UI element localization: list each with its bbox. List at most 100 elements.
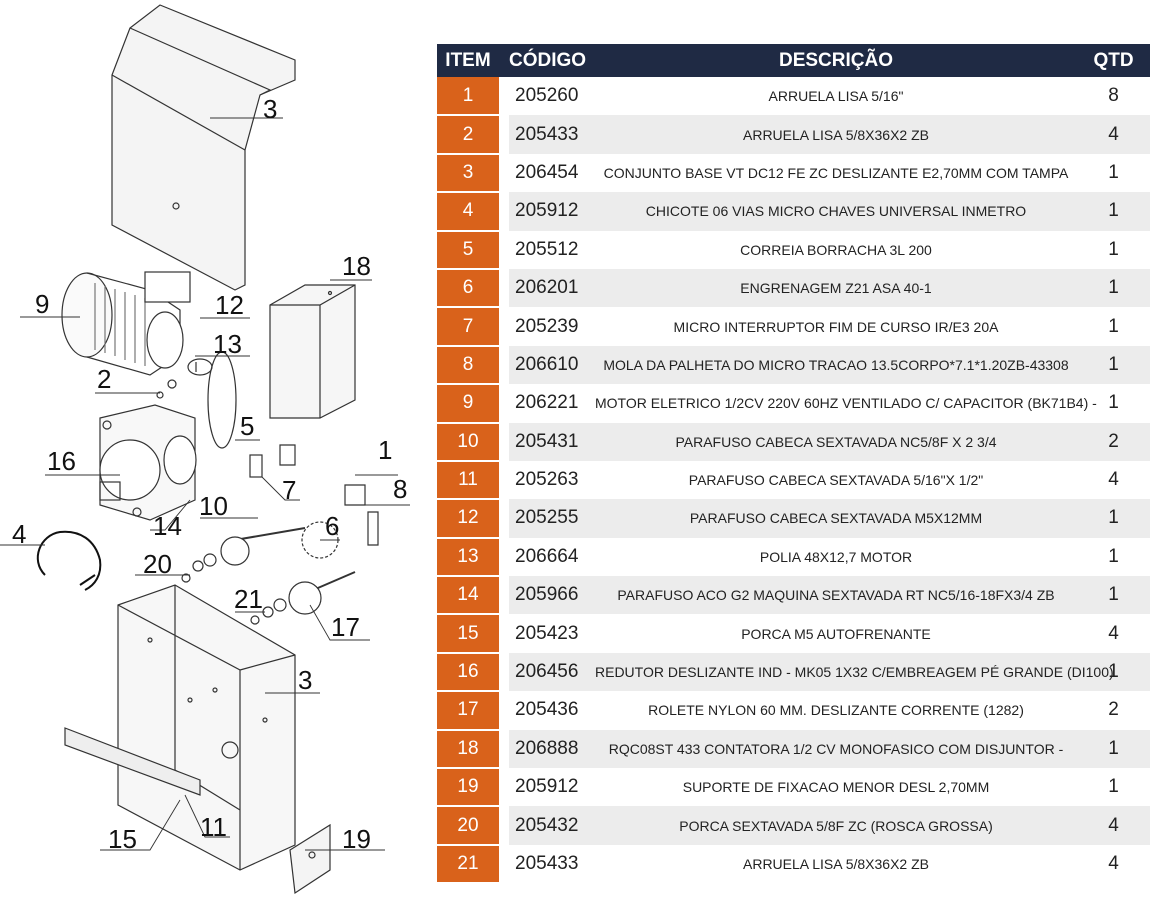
cell-item: 9 <box>437 384 499 424</box>
cell-qty: 1 <box>1077 192 1150 231</box>
cell-item: 2 <box>437 115 499 155</box>
cell-item: 20 <box>437 806 499 846</box>
callout-17: 17 <box>331 612 360 642</box>
leader-lines <box>0 117 410 851</box>
cell-item: 8 <box>437 345 499 386</box>
cell-description: PORCA M5 AUTOFRENANTE <box>595 614 1077 653</box>
cell-code: 206664 <box>509 537 595 577</box>
callout-7: 7 <box>282 475 297 505</box>
diagram-drawing <box>0 4 410 895</box>
cell-description: ENGRENAGEM Z21 ASA 40-1 <box>595 268 1077 308</box>
cell-qty: 1 <box>1077 268 1150 308</box>
cell-code: 205423 <box>509 614 595 653</box>
cell-gap <box>499 729 509 769</box>
cell-code: 206456 <box>509 652 595 692</box>
cell-item: 13 <box>437 537 499 578</box>
cell-code: 205260 <box>509 77 595 116</box>
cell-gap <box>499 153 509 193</box>
header-spacer <box>499 44 509 77</box>
cell-description: CONJUNTO BASE VT DC12 FE ZC DESLIZANTE E… <box>595 153 1077 193</box>
cell-item: 14 <box>437 576 499 616</box>
callout-5: 5 <box>240 411 255 441</box>
cell-description: PARAFUSO ACO G2 MAQUINA SEXTAVADA RT NC5… <box>595 576 1077 615</box>
callout-14: 14 <box>153 511 182 541</box>
cell-item: 18 <box>437 729 499 770</box>
callout-8: 8 <box>393 474 408 504</box>
cell-description: REDUTOR DESLIZANTE IND - MK05 1X32 C/EMB… <box>595 652 1114 692</box>
cell-description: SUPORTE DE FIXACAO MENOR DESL 2,70MM <box>595 768 1077 807</box>
cell-gap <box>499 115 509 154</box>
cell-description: PORCA SEXTAVADA 5/8F ZC (ROSCA GROSSA) <box>595 806 1077 845</box>
cell-item: 10 <box>437 422 499 462</box>
cell-code: 205431 <box>509 422 595 461</box>
contactor-box-part <box>269 284 356 419</box>
cell-qty: 1 <box>1077 768 1150 807</box>
cell-gap <box>499 499 509 538</box>
cell-description: MOTOR ELETRICO 1/2CV 220V 60HZ VENTILADO… <box>595 384 1097 423</box>
cell-description: PARAFUSO CABECA SEXTAVADA NC5/8F X 2 3/4 <box>595 422 1077 461</box>
cell-qty: 4 <box>1077 115 1150 154</box>
cell-gap <box>499 614 509 653</box>
cell-description: ARRUELA LISA 5/8X36X2 ZB <box>595 115 1077 154</box>
cell-code: 206454 <box>509 153 595 193</box>
cell-item: 12 <box>437 499 499 539</box>
cell-gap <box>499 691 509 730</box>
cell-item: 5 <box>437 230 499 270</box>
cell-qty: 1 <box>1077 230 1150 269</box>
cell-gap <box>499 307 509 346</box>
cell-description: PARAFUSO CABECA SEXTAVADA M5X12MM <box>595 499 1077 538</box>
cell-code: 206888 <box>509 729 595 769</box>
header-item: ITEM <box>437 44 499 77</box>
cell-code: 205436 <box>509 691 595 730</box>
callout-1: 1 <box>378 435 393 465</box>
callout-19: 19 <box>342 824 371 854</box>
cell-item: 4 <box>437 192 499 232</box>
cell-description: ROLETE NYLON 60 MM. DESLIZANTE CORRENTE … <box>595 691 1077 730</box>
header-description: DESCRIÇÃO <box>595 44 1077 77</box>
callout-21: 21 <box>234 584 263 614</box>
cell-qty: 4 <box>1077 460 1150 500</box>
cell-gap <box>499 192 509 231</box>
cell-code: 205966 <box>509 576 595 615</box>
callout-3-bottom: 3 <box>298 665 313 695</box>
cell-code: 205433 <box>509 115 595 154</box>
cell-item: 3 <box>437 153 499 194</box>
callout-6: 6 <box>325 511 340 541</box>
callout-15: 15 <box>108 824 137 854</box>
cell-code: 205255 <box>509 499 595 538</box>
cell-item: 15 <box>437 614 499 654</box>
cell-description: MICRO INTERRUPTOR FIM DE CURSO IR/E3 20A <box>595 307 1077 346</box>
cell-qty: 1 <box>1077 153 1150 193</box>
cell-gap <box>499 768 509 807</box>
exploded-parts-diagram: 3 18 9 12 13 2 5 16 1 8 7 10 14 6 4 20 2… <box>0 0 430 899</box>
cell-qty: 1 <box>1077 345 1150 385</box>
cell-gap <box>499 422 509 461</box>
wire-harness-part <box>36 530 102 591</box>
callout-11: 11 <box>200 812 227 842</box>
cell-qty: 1 <box>1077 499 1150 538</box>
cell-gap <box>499 77 509 116</box>
cell-qty: 1 <box>1077 384 1150 423</box>
cell-description: MOLA DA PALHETA DO MICRO TRACAO 13.5CORP… <box>595 345 1077 385</box>
cell-code: 205239 <box>509 307 595 346</box>
cell-qty: 4 <box>1077 614 1150 653</box>
cell-qty: 2 <box>1077 691 1150 730</box>
cell-gap <box>499 537 509 577</box>
cell-code: 206610 <box>509 345 595 385</box>
header-qty: QTD <box>1077 44 1150 77</box>
cell-gap <box>499 230 509 269</box>
cell-code: 206201 <box>509 268 595 308</box>
cell-gap <box>499 576 509 615</box>
